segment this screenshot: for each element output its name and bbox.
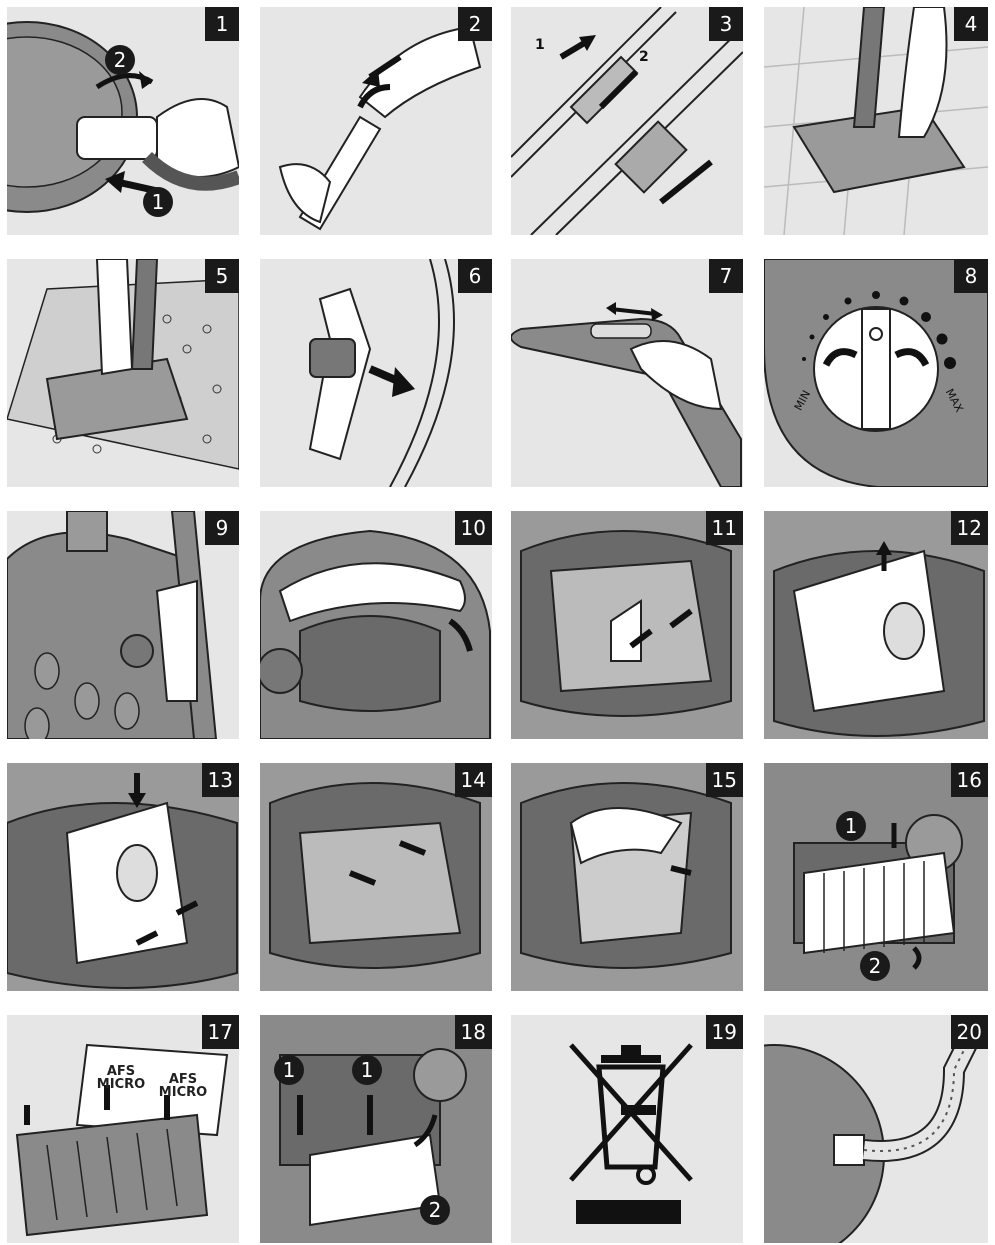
open-cover-illustration [260, 529, 491, 739]
step-panel-17: AFS MICRO AFS MICRO 17 [7, 1015, 239, 1243]
step-number: 6 [458, 259, 492, 293]
step-panel-7: 7 [511, 259, 743, 487]
floor-nozzle-hard-floor-illustration [764, 7, 988, 235]
step-number: 11 [705, 511, 743, 545]
step-panel-14: 14 [260, 763, 492, 991]
step-number: 15 [705, 763, 743, 797]
step-number: 10 [454, 511, 492, 545]
remove-bag-illustration [764, 511, 988, 739]
step-number: 7 [709, 259, 743, 293]
weee-crossed-bin-icon [569, 1043, 693, 1224]
step-panel-11: 11 [511, 511, 743, 739]
callout-1: 1 [143, 187, 173, 217]
step-number: 2 [458, 7, 492, 41]
callout-1b: 1 [352, 1055, 382, 1085]
step-panel-2: 2 [260, 7, 492, 235]
step-number: 18 [454, 1015, 492, 1049]
step-panel-6: 6 [260, 259, 492, 487]
step-panel-20: 20 [764, 1015, 988, 1243]
step-number: 3 [709, 7, 743, 41]
step-panel-13: 13 [7, 763, 239, 991]
hose-connect-illustration [7, 21, 239, 213]
step-number: 19 [705, 1015, 743, 1049]
step-number: 8 [954, 259, 988, 293]
floor-nozzle-carpet-illustration [7, 259, 239, 470]
step-number: 14 [454, 763, 492, 797]
step-panel-1: 2 1 1 [7, 7, 239, 235]
step-number: 20 [950, 1015, 988, 1049]
bag-fitted-illustration [511, 763, 743, 991]
step-panel-5: 5 [7, 259, 239, 487]
afs-micro-label-1: AFS MICRO [96, 1064, 146, 1092]
refit-exhaust-filter-illustration [260, 1015, 492, 1243]
callout-2: 2 [420, 1195, 450, 1225]
telescopic-tube-illustration [511, 7, 743, 235]
step-panel-8: MIN MAX 8 [764, 259, 988, 487]
step-number: 5 [205, 259, 239, 293]
callout-1: 1 [535, 37, 545, 53]
step-number: 9 [205, 511, 239, 545]
step-number: 16 [950, 763, 988, 797]
disconnect-hose-illustration [764, 1025, 984, 1243]
step-panel-12: 12 [764, 511, 988, 739]
tube-handle-illustration [278, 25, 482, 231]
insert-afs-micro-filter-illustration [15, 1043, 229, 1237]
callout-2: 2 [860, 951, 890, 981]
insert-bag-illustration [7, 763, 239, 991]
callout-2: 2 [639, 49, 649, 65]
close-bag-holder-illustration [260, 763, 492, 991]
step-number: 4 [954, 7, 988, 41]
step-panel-16: 1 2 16 [764, 763, 988, 991]
remove-exhaust-filter-illustration [764, 763, 988, 991]
power-dial-illustration [764, 259, 988, 487]
handle-slide-control-illustration [511, 302, 742, 487]
callout-2: 2 [105, 45, 135, 75]
tube-parking-illustration [7, 511, 218, 739]
step-panel-10: 10 [260, 511, 492, 739]
step-panel-4: 4 [764, 7, 988, 235]
step-panel-3: 1 2 3 [511, 7, 743, 235]
step-number: 1 [205, 7, 239, 41]
afs-micro-label-2: AFS MICRO [158, 1072, 208, 1100]
step-number: 17 [201, 1015, 239, 1049]
callout-1a: 1 [274, 1055, 304, 1085]
step-number: 12 [950, 511, 988, 545]
bag-holder-release-illustration [511, 511, 743, 739]
crevice-tool-storage-illustration [308, 259, 455, 487]
step-panel-18: 1 1 2 18 [260, 1015, 492, 1243]
callout-1: 1 [836, 811, 866, 841]
step-panel-19: 19 [511, 1015, 743, 1243]
step-panel-15: 15 [511, 763, 743, 991]
step-panel-9: 9 [7, 511, 239, 739]
step-number: 13 [201, 763, 239, 797]
